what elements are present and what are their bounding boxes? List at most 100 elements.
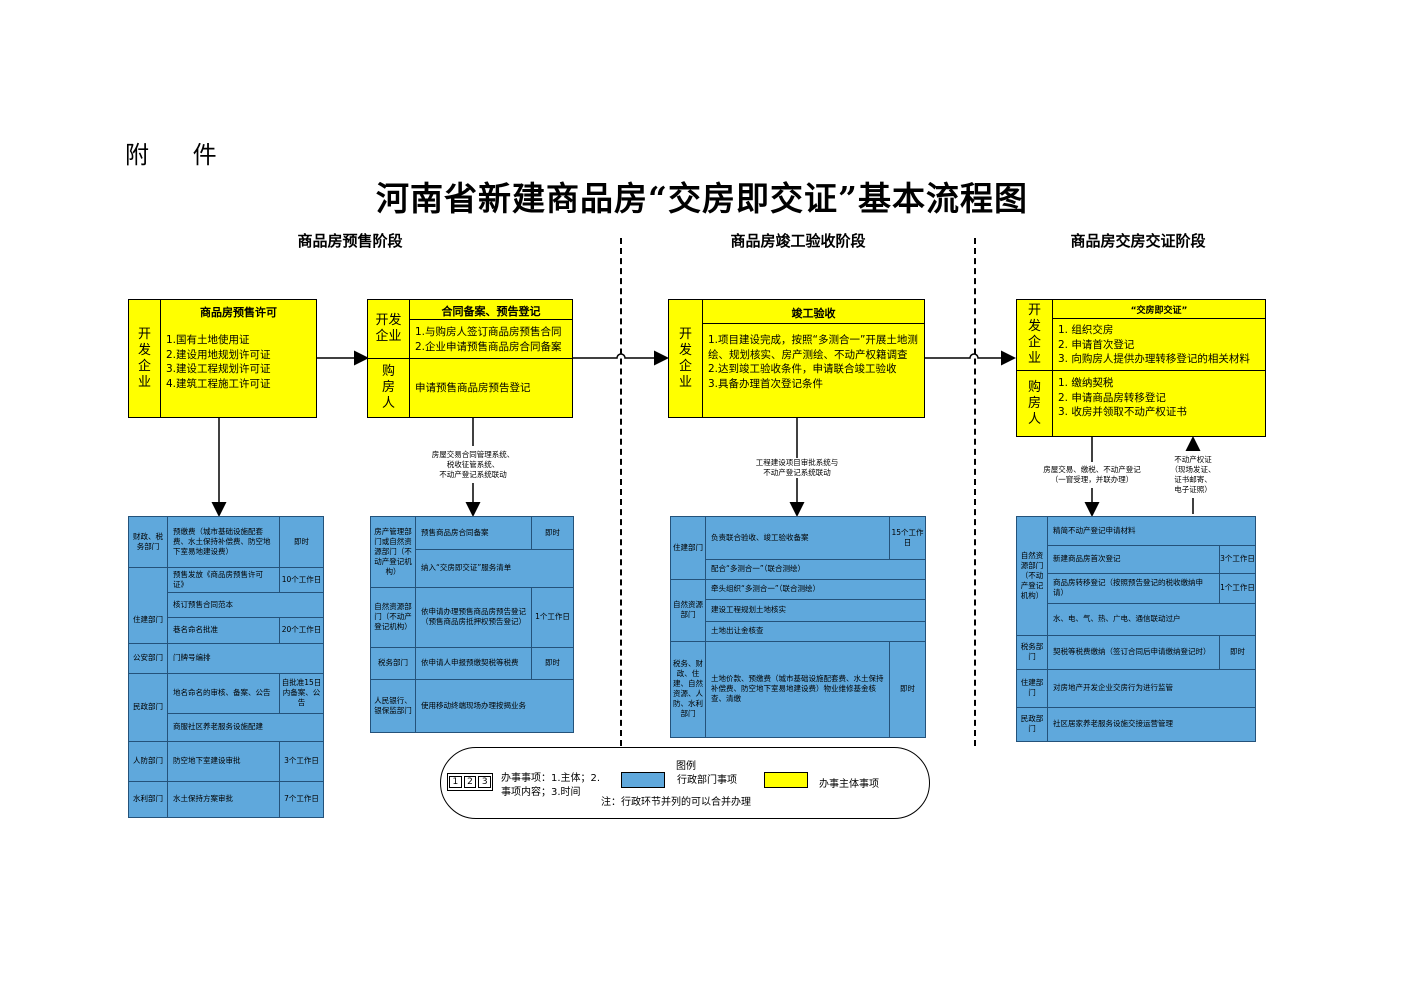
note-line: （现场发证、 [1170,465,1216,474]
time-cell: 7个工作日 [279,781,323,817]
legend-blue-label: 行政部门事项 [677,775,737,786]
certificate-delivery-note: 不动产权证 （现场发证、 证书邮寄、 电子证照） [1163,455,1223,495]
time-cell: 10个工作日 [279,567,323,592]
list-item: 2. 申请首次登记 [1058,338,1135,351]
legend-number-boxes: 1 2 3 [447,773,493,791]
subject-developer: 开发企业 [1017,300,1053,371]
phase-completion: 商品房竣工验收阶段 [730,232,866,250]
legend-note: 注：行政环节并列的可以合并办理 [601,797,751,808]
task-cell: 门牌号编排 [167,643,323,673]
legend-num: 1 [449,776,462,788]
time-cell: 15个工作日 [889,517,925,559]
list-item: 1. 缴纳契税 [1058,377,1114,389]
row-divider [167,592,323,593]
task-cell: 依申请办理预售商品房预告登记（预售商品房抵押权预告登记） [415,587,531,647]
row-divider [705,621,925,622]
list-item: 3.具备办理首次登记条件 [708,377,824,390]
task-cell: 配合“多测合一”（联合测绘） [705,559,925,579]
task-cell: 精简不动产登记申请材料 [1047,517,1255,545]
time-cell: 即时 [531,517,573,549]
phase-presale: 商品房预售阶段 [297,232,403,250]
completion-dept-table: 住建部门 负责联合验收、竣工验收备案 15个工作日 配合“多测合一”（联合测绘）… [670,516,926,738]
delivery-header: “交房即交证” [1130,306,1188,316]
task-cell: 地名命名的审核、备案、公告 [167,673,279,713]
task-cell: 使用移动终端现场办理按揭业务 [415,679,573,732]
page-title: 河南省新建商品房“交房即交证”基本流程图 [376,179,1028,218]
time-cell: 3个工作日 [279,741,323,781]
dept-cell: 住建部门 [1020,678,1044,697]
row-divider [1047,545,1255,546]
task-cell: 预售发放《商品房预售许可证》 [167,567,279,592]
dept-cell: 税务部门 [378,658,408,667]
list-item: 3. 向购房人提供办理转移登记的相关材料 [1058,353,1250,365]
row-divider [415,549,573,550]
dept-cell: 民政部门 [133,702,163,711]
task-cell: 预缴费（城市基础设施配套费、水土保持补偿费、防空地下室易地建设费） [167,517,279,567]
task-cell: 土地价款、预缴费（城市基础设施配套费、水土保持补偿费、防空地下室易地建设费）物业… [705,641,889,737]
task-cell: 新建商品房首次登记 [1047,545,1219,573]
contract-filing-header-cell: 合同备案、预告登记 [410,300,572,320]
list-item: 3.建设工程规划许可证 [166,363,271,375]
contract-filing-box: 开发企业 合同备案、预告登记 1.与购房人签订商品房预售合同 2.企业申请预售商… [367,299,573,418]
row-divider [705,599,925,600]
list-item: 1.国有土地使用证 [166,334,250,346]
legend-yellow-swatch [764,772,808,788]
row-divider [1017,707,1255,708]
note-line: 证书邮寄、 [1174,475,1212,484]
task-cell: 依申请人申报预缴契税等税费 [415,647,531,679]
contract-filing-items: 1.与购房人签订商品房预售合同 2.企业申请预售商品房合同备案 [410,320,572,359]
dept-cell: 人防部门 [133,756,163,765]
note-line: （一窗受理，并联办理） [1050,475,1134,484]
delivery-joint-note: 房屋交易、缴税、不动产登记 （一窗受理，并联办理） [1032,465,1152,485]
list-item: 2.企业申请预售商品房合同备案 [415,340,562,353]
legend-desc-line: 事项内容；3.时间 [501,787,581,798]
dept-cell: 税务、财政、住建、自然资源、人防、水利部门 [673,659,703,718]
row-divider [671,641,925,642]
note-line: 房屋交易、缴税、不动产登记 [1043,465,1141,474]
presale-permit-items: 1.国有土地使用证 2.建设用地规划许可证 3.建设工程规划许可证 4.建筑工程… [161,330,316,394]
task-cell: 社区居家养老服务设施交接运营管理 [1047,707,1255,741]
task-cell: 核订预售合同范本 [167,592,323,617]
task-cell: 土地出让金核查 [705,621,925,641]
task-cell: 对房地产开发企业交房行为进行监管 [1047,669,1255,707]
note-line: 电子证照） [1174,485,1212,494]
row-divider [1047,573,1255,574]
phase-divider-2 [974,238,976,746]
task-cell: 建设工程规划土地核实 [705,599,925,621]
task-cell: 水、电、气、热、广电、通信联动过户 [1047,603,1255,635]
time-cell: 自批准15日内备案、公告 [279,673,323,713]
completion-system-note: 工程建设项目审批系统与 不动产登记系统联动 [742,458,852,478]
row-divider [1017,669,1255,670]
time-cell: 即时 [531,647,573,679]
time-cell: 即时 [889,641,925,737]
note-line: 不动产权证 [1174,455,1212,464]
legend-desc-line: 办事事项：1.主体；2. [501,773,601,784]
dept-cell: 住建部门 [133,615,163,624]
dept-cell: 水利部门 [133,794,163,803]
row-divider [129,741,323,742]
note-line: 房屋交易合同管理系统、 [431,450,515,459]
row-divider [371,647,573,648]
delivery-developer-items: 1. 组织交房 2. 申请首次登记 3. 向购房人提供办理转移登记的相关材料 [1053,319,1265,371]
dept-cell: 财政、税务部门 [133,532,163,551]
time-cell: 1个工作日 [531,587,573,647]
list-item: 2. 申请商品房转移登记 [1058,391,1166,404]
dept-cell: 自然资源部门（不动产登记机构） [1020,551,1044,600]
task-cell: 契税等税费缴纳（签订合同后申请缴纳登记时） [1047,635,1219,669]
legend: 图例 1 2 3 办事事项：1.主体；2. 事项内容；3.时间 行政部门事项 办… [440,747,930,819]
row-divider [1017,635,1255,636]
task-cell: 巷名命名批准 [167,617,279,643]
dept-cell: 自然资源部门（不动产登记机构） [374,602,412,631]
time-cell: 20个工作日 [279,617,323,643]
delivery-buyer-items: 1. 缴纳契税 2. 申请商品房转移登记 3. 收房并领取不动产权证书 [1053,371,1265,423]
task-cell: 预售商品房合同备案 [415,517,531,549]
completion-box: 开发企业 竣工验收 1.项目建设完成，按照“多测合一”开展土地测绘、规划核实、房… [668,299,925,418]
legend-number-desc: 办事事项：1.主体；2. 事项内容；3.时间 [501,772,621,800]
contract-system-note: 房屋交易合同管理系统、 税收征管系统、 不动产登记系统联动 [418,450,528,480]
dept-cell: 民政部门 [1020,714,1044,733]
phase-delivery: 商品房交房交证阶段 [1070,232,1206,250]
delivery-box: 开发企业 “交房即交证” 1. 组织交房 2. 申请首次登记 3. 向购房人提供… [1016,299,1266,437]
list-item: 4.建筑工程施工许可证 [166,377,271,390]
legend-num: 3 [478,776,492,788]
